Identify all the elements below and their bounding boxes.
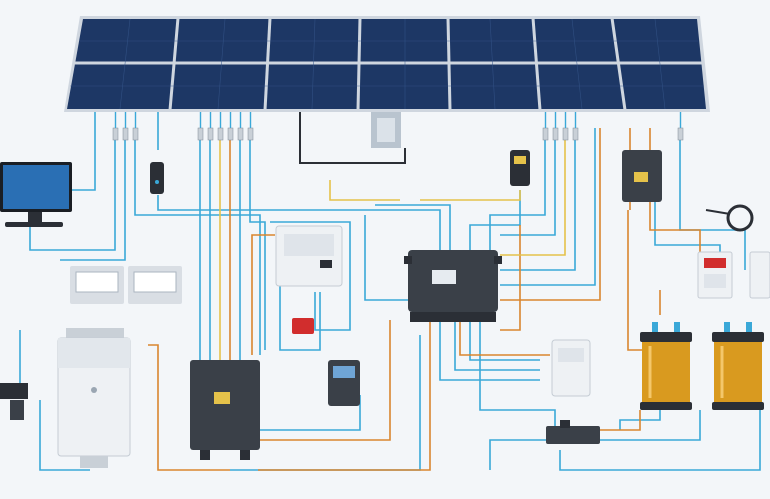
mount-bracket [299,112,406,164]
water-heater-icon [57,328,131,468]
energy-monitors [697,251,770,299]
string-connector [572,127,579,141]
string-connector [677,127,684,141]
string-connector [132,127,139,141]
cable-coil-icon [705,204,754,232]
junction-box-icon [404,250,502,322]
string-connector [247,127,254,141]
string-connector [227,127,234,141]
breaker-icon [622,150,662,202]
inverter-icon [190,360,260,460]
monitor-icon [0,162,72,227]
wall-panel [551,339,591,397]
battery-icon [640,322,764,410]
string-connector [237,127,244,141]
string-connectors [112,112,684,141]
shutoff-valve [546,420,600,444]
string-connector [552,127,559,141]
string-connector [207,127,214,141]
string-connector [122,127,129,141]
control-box [275,225,343,334]
string-connector [542,127,549,141]
left-connector-device [0,383,28,420]
solar-panel-array-icon [64,16,710,112]
display-unit [328,360,360,406]
string-connector [197,127,204,141]
meter-icon [70,266,182,304]
string-connector [562,127,569,141]
string-connector [112,127,119,141]
string-connector [217,127,224,141]
remote-sensor [150,162,164,194]
charge-controller [510,150,530,186]
